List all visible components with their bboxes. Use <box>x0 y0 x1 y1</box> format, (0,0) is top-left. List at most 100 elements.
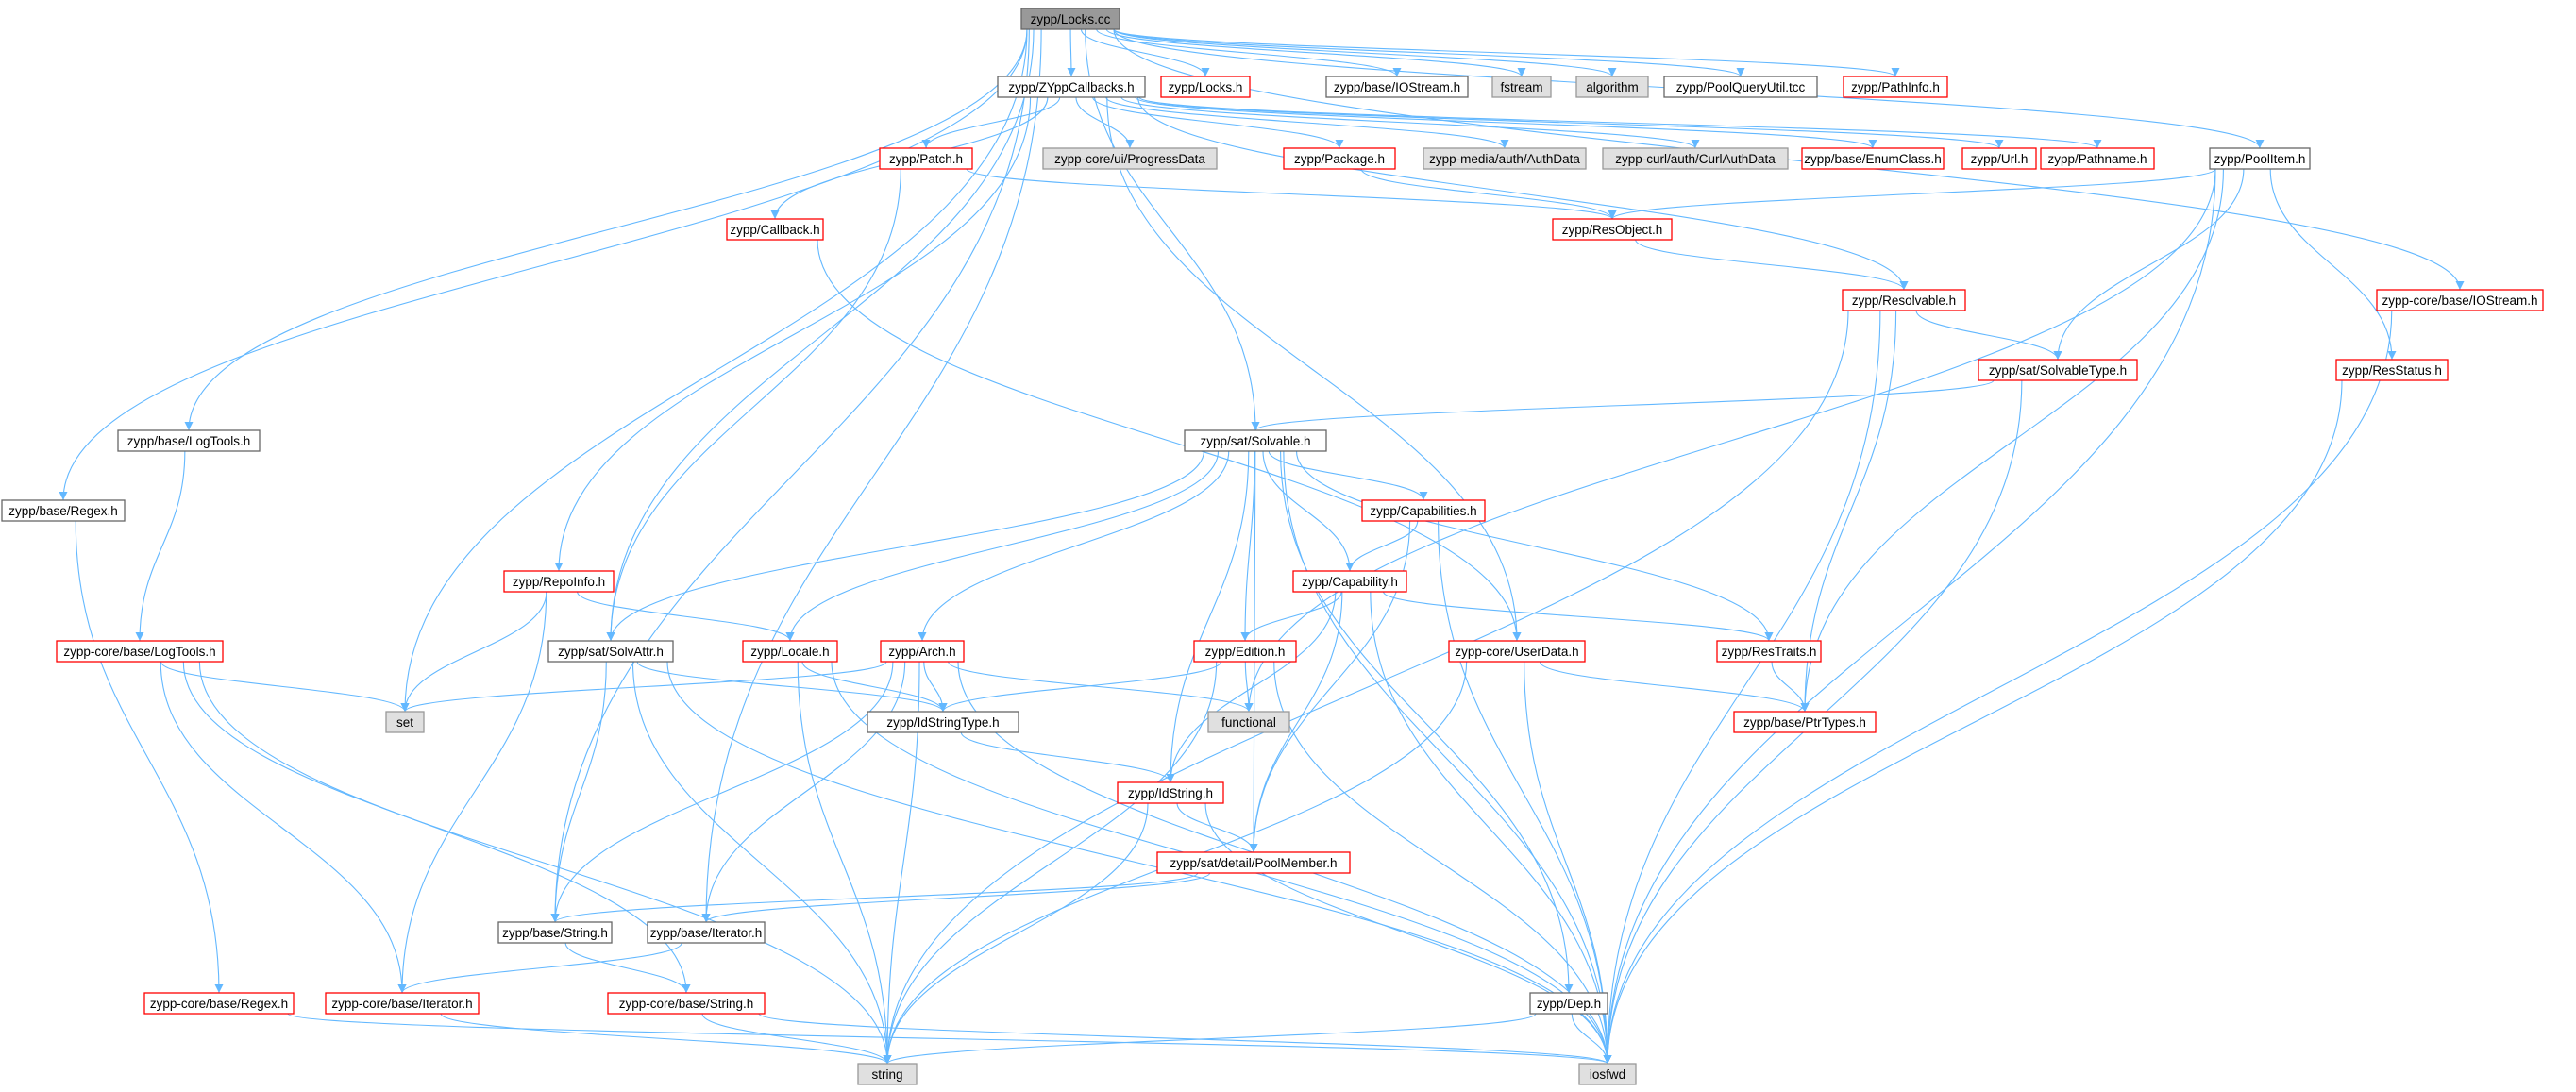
node-core-logtools[interactable]: zypp-core/base/LogTools.h <box>56 640 224 663</box>
edge-solvattr-to-idstringtype <box>636 661 948 713</box>
node-resobject[interactable]: zypp/ResObject.h <box>1552 218 1673 241</box>
node-box <box>1716 640 1822 663</box>
node-label: zypp-core/ui/ProgressData <box>1054 152 1205 166</box>
edge-poolitem-to-resobject <box>1608 168 2216 220</box>
node-solvabletype[interactable]: zypp/sat/SolvableType.h <box>1978 359 2138 381</box>
node-core-regex[interactable]: zypp-core/base/Regex.h <box>143 992 295 1015</box>
node-locks-h[interactable]: zypp/Locks.h <box>1160 76 1251 98</box>
node-functional[interactable]: functional <box>1207 711 1290 733</box>
edge-dep-to-iosfwd <box>1571 1013 1612 1065</box>
node-poolmember[interactable]: zypp/sat/detail/PoolMember.h <box>1156 851 1351 874</box>
node-label: set <box>396 715 413 730</box>
edge-core-iterator-to-string <box>440 1013 892 1065</box>
node-fstream[interactable]: fstream <box>1491 76 1552 98</box>
edge-line <box>1438 520 1612 1065</box>
node-label: zypp/Locale.h <box>750 645 829 659</box>
edge-locks-cc-to-zyppcallbacks <box>1067 28 1076 77</box>
node-idstringtype[interactable]: zypp/IdStringType.h <box>867 711 1019 733</box>
edge-idstring-to-iosfwd <box>1204 802 1612 1065</box>
node-capabilities[interactable]: zypp/Capabilities.h <box>1361 499 1486 522</box>
node-label: zypp/Package.h <box>1294 152 1385 166</box>
node-ptrtypes[interactable]: zypp/base/PtrTypes.h <box>1733 711 1877 733</box>
edge-line <box>400 661 887 713</box>
node-authdata[interactable]: zypp-media/auth/AuthData <box>1423 147 1587 170</box>
node-base-iostream[interactable]: zypp/base/IOStream.h <box>1325 76 1469 98</box>
edge-line <box>636 661 948 713</box>
node-userdata[interactable]: zypp-core/UserData.h <box>1448 640 1586 663</box>
node-patch[interactable]: zypp/Patch.h <box>879 147 973 170</box>
edge-locks-cc-to-locks-h <box>1080 28 1210 77</box>
node-iosfwd[interactable]: iosfwd <box>1578 1063 1637 1085</box>
edge-arch-to-functional <box>948 661 1254 713</box>
node-poolitem[interactable]: zypp/PoolItem.h <box>2209 147 2311 170</box>
node-label: zypp/base/LogTools.h <box>127 434 251 448</box>
node-core-string[interactable]: zypp-core/base/String.h <box>607 992 766 1015</box>
node-string-h[interactable]: zypp/base/String.h <box>497 921 613 944</box>
node-idstring[interactable]: zypp/IdString.h <box>1117 781 1224 804</box>
edge-line <box>198 661 892 1065</box>
node-set[interactable]: set <box>385 711 425 733</box>
edge-locks-cc-to-solvattr <box>606 28 1035 642</box>
edge-resobject-to-resolvable <box>1635 239 1909 291</box>
node-curlauthdata[interactable]: zypp-curl/auth/CurlAuthData <box>1602 147 1789 170</box>
edge-line <box>1166 450 1250 783</box>
node-label: zypp/base/String.h <box>502 926 608 940</box>
node-regex[interactable]: zypp/base/Regex.h <box>1 499 126 522</box>
node-box <box>880 640 965 663</box>
node-box <box>1207 711 1290 733</box>
node-locale[interactable]: zypp/Locale.h <box>742 640 838 663</box>
edge-callback-to-userdata <box>817 239 1522 642</box>
node-repoinfo[interactable]: zypp/RepoInfo.h <box>503 570 615 593</box>
node-pathinfo[interactable]: zypp/PathInfo.h <box>1843 76 1948 98</box>
edge-line <box>1635 239 1909 291</box>
node-layer: zypp/Locks.cc zypp/ZYppCallbacks.h zypp/Lo… <box>1 8 2544 1085</box>
edge-zyppcallbacks-to-curlauthdata <box>1120 96 1700 149</box>
edge-line <box>1608 168 2216 220</box>
node-zyppcallbacks[interactable]: zypp/ZYppCallbacks.h <box>997 76 1146 98</box>
node-solvable[interactable]: zypp/sat/Solvable.h <box>1184 429 1327 452</box>
edge-solvable-to-iosfwd <box>1283 450 1612 1065</box>
edge-line <box>1603 310 2393 1065</box>
edge-line <box>960 731 1175 783</box>
node-dep[interactable]: zypp/Dep.h <box>1529 992 1608 1015</box>
node-core-iterator[interactable]: zypp-core/base/Iterator.h <box>325 992 480 1015</box>
edge-line <box>1106 96 1522 642</box>
node-progressdata[interactable]: zypp-core/ui/ProgressData <box>1042 147 1218 170</box>
node-capability[interactable]: zypp/Capability.h <box>1292 570 1407 593</box>
edge-idstringtype-to-idstring <box>960 731 1175 783</box>
node-box <box>1283 147 1396 170</box>
edge-locks-cc-to-logtools <box>184 28 1028 431</box>
edge-locks-cc-to-iterator-h <box>701 28 1042 923</box>
node-package[interactable]: zypp/Package.h <box>1283 147 1396 170</box>
node-label: zypp/sat/SolvableType.h <box>1989 363 2127 378</box>
node-core-iostream[interactable]: zypp-core/base/IOStream.h <box>2376 289 2544 311</box>
node-algorithm[interactable]: algorithm <box>1575 76 1649 98</box>
edge-edition-to-idstringtype <box>938 661 1221 713</box>
node-string[interactable]: string <box>857 1063 918 1085</box>
node-resstatus[interactable]: zypp/ResStatus.h <box>2335 359 2449 381</box>
node-box <box>2040 147 2155 170</box>
node-enumclass[interactable]: zypp/base/EnumClass.h <box>1801 147 1945 170</box>
node-callback[interactable]: zypp/Callback.h <box>726 218 824 241</box>
node-box <box>1361 499 1486 522</box>
node-logtools[interactable]: zypp/base/LogTools.h <box>117 429 261 452</box>
node-poolqueryutil[interactable]: zypp/PoolQueryUtil.tcc <box>1663 76 1818 98</box>
node-pathname[interactable]: zypp/Pathname.h <box>2040 147 2155 170</box>
node-resolvable[interactable]: zypp/Resolvable.h <box>1842 289 1966 311</box>
node-locks-cc[interactable]: zypp/Locks.cc <box>1020 8 1120 30</box>
edge-line <box>1360 168 1617 220</box>
node-arch[interactable]: zypp/Arch.h <box>880 640 965 663</box>
edge-resolvable-to-string <box>883 310 1849 1065</box>
node-box <box>325 992 480 1015</box>
node-solvattr[interactable]: zypp/sat/SolvAttr.h <box>547 640 674 663</box>
node-url[interactable]: zypp/Url.h <box>1961 147 2037 170</box>
edge-patch-to-resobject <box>966 168 1617 220</box>
node-iterator-h[interactable]: zypp/base/Iterator.h <box>647 921 766 944</box>
node-edition[interactable]: zypp/Edition.h <box>1193 640 1297 663</box>
edge-zyppcallbacks-to-url <box>1138 96 2004 149</box>
node-box <box>2376 289 2544 311</box>
edge-line <box>883 310 1849 1065</box>
node-restraits[interactable]: zypp/ResTraits.h <box>1716 640 1822 663</box>
edge-zyppcallbacks-to-progressdata <box>1075 96 1135 149</box>
